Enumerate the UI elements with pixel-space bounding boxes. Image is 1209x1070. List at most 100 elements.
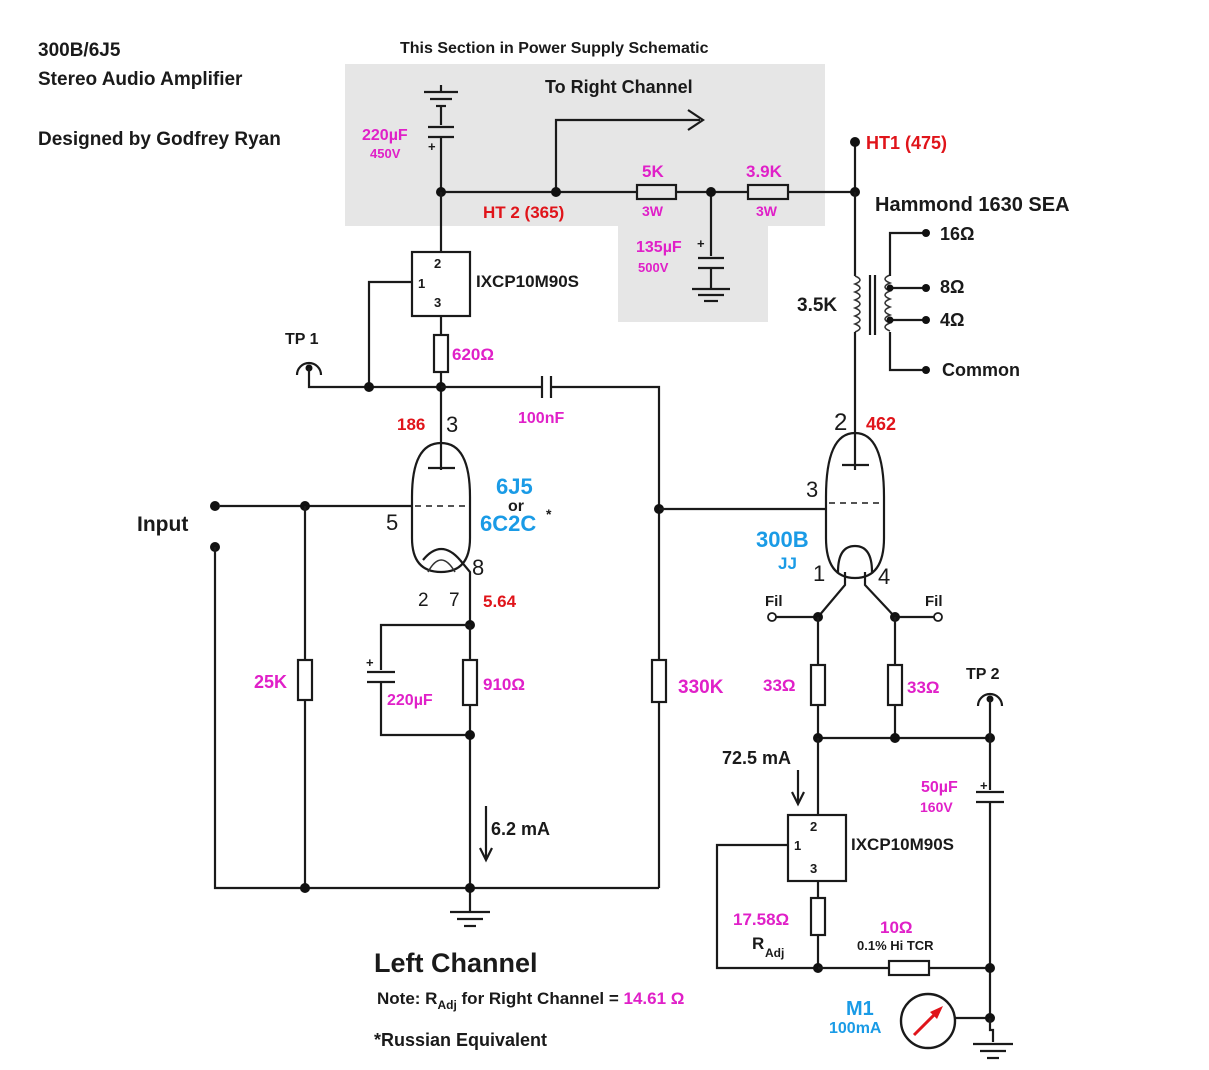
plus-sign: + xyxy=(980,778,988,793)
note-value: 14.61 Ω xyxy=(624,989,685,1008)
input-terminal[interactable] xyxy=(210,501,220,511)
resistor-radj-value: 17.58Ω xyxy=(733,910,789,929)
resistor-10-sense xyxy=(887,959,931,977)
plus-sign: + xyxy=(697,236,705,251)
cap-50uf-voltage: 160V xyxy=(920,799,953,815)
resistor-3k9 xyxy=(746,183,790,201)
resistor-5k xyxy=(635,183,678,201)
tap-terminal-common xyxy=(922,366,930,374)
resistor-radj xyxy=(809,896,827,937)
cap-135uf-voltage: 500V xyxy=(638,260,669,275)
resistor-25k xyxy=(296,658,314,702)
plus-sign: + xyxy=(366,655,374,670)
output-plate-pin: 2 xyxy=(834,409,847,436)
driver-heater-pin-a: 2 xyxy=(418,590,429,611)
cap-220uf-voltage: 450V xyxy=(370,146,401,161)
ground-symbol-supply xyxy=(692,287,730,303)
driver-tube-or: or xyxy=(508,498,524,515)
resistor-3k9-watt: 3W xyxy=(756,203,778,219)
ht2-label: HT 2 (365) xyxy=(483,203,564,222)
russian-note: *Russian Equivalent xyxy=(374,1030,547,1050)
resistor-radj-sub: Adj xyxy=(765,946,784,960)
resistor-33-b xyxy=(886,663,904,707)
resistor-33-a-value: 33Ω xyxy=(763,676,796,695)
transformer-name: Hammond 1630 SEA xyxy=(875,194,1070,216)
junction-dot xyxy=(364,382,374,392)
note-mid: for Right Channel = xyxy=(457,989,624,1008)
junction-dot xyxy=(886,284,894,292)
junction-dot xyxy=(465,883,475,893)
input-label: Input xyxy=(137,513,188,536)
resistor-910-value: 910Ω xyxy=(483,675,525,694)
note-prefix: Note: RAdj for Right Channel = 14.61 Ω xyxy=(377,989,684,1012)
driver-cathode-voltage: 5.64 xyxy=(483,592,517,611)
junction-dot xyxy=(706,187,716,197)
driver-grid-pin: 5 xyxy=(386,510,398,535)
reg-top-pin1: 1 xyxy=(418,276,425,291)
plus-sign: + xyxy=(428,139,436,154)
reg-bottom-pin3: 3 xyxy=(810,861,817,876)
reg-top-pin2: 2 xyxy=(434,256,441,271)
cap-100nf-value: 100nF xyxy=(518,410,564,427)
resistor-330k-value: 330K xyxy=(678,677,724,698)
fil-terminal-right[interactable] xyxy=(933,612,943,622)
tube-300b xyxy=(824,431,886,580)
resistor-3k9-value: 3.9K xyxy=(746,162,783,181)
driver-cathode-pin: 8 xyxy=(472,555,484,580)
cap-50uf-value: 50µF xyxy=(921,779,958,796)
driver-plate-voltage: 186 xyxy=(397,415,425,434)
resistor-5k-value: 5K xyxy=(642,162,664,181)
resistor-330k xyxy=(650,658,668,704)
resistor-10-value: 10Ω xyxy=(880,918,913,937)
fil-label-left: Fil xyxy=(765,593,783,610)
tap-terminal-8 xyxy=(922,284,930,292)
junction-dot xyxy=(985,963,995,973)
reg-top-name: IXCP10M90S xyxy=(476,272,579,291)
designer-credit: Designed by Godfrey Ryan xyxy=(38,129,281,150)
output-tube-make: JJ xyxy=(778,554,797,573)
tap-16-label: 16Ω xyxy=(940,224,974,244)
driver-heater-pin-b: 7 xyxy=(449,590,460,611)
output-current-label: 72.5 mA xyxy=(722,748,791,768)
resistor-910 xyxy=(461,658,479,707)
output-plate-voltage: 462 xyxy=(866,414,896,434)
driver-tube-alt: 6C2C xyxy=(480,511,536,536)
output-tube-name: 300B xyxy=(756,527,809,552)
driver-tube-name: 6J5 xyxy=(496,474,533,499)
driver-plate-pin: 3 xyxy=(446,412,458,437)
channel-title: Left Channel xyxy=(374,948,538,978)
fil-label-right: Fil xyxy=(925,593,943,610)
tube-6j5 xyxy=(410,441,472,574)
output-grid-pin: 3 xyxy=(806,477,818,502)
tp2-label: TP 2 xyxy=(966,666,1000,683)
title-line2: Stereo Audio Amplifier xyxy=(38,69,243,90)
capacitor-100nf xyxy=(540,376,553,398)
tap-common-label: Common xyxy=(942,360,1020,380)
resistor-5k-watt: 3W xyxy=(642,203,664,219)
driver-tube-alt-mark: * xyxy=(546,506,552,522)
output-filament-pin-b: 4 xyxy=(878,564,890,589)
junction-dot xyxy=(465,730,475,740)
output-filament-pin-a: 1 xyxy=(813,561,825,586)
junction-dot xyxy=(300,883,310,893)
ht1-label: HT1 (475) xyxy=(866,133,947,153)
transformer-primary-value: 3.5K xyxy=(797,295,837,316)
title-line1: 300B/6J5 xyxy=(38,40,121,61)
fil-terminal-left[interactable] xyxy=(767,612,777,622)
cap-135uf-value: 135µF xyxy=(636,239,682,256)
note-sub: Adj xyxy=(437,998,456,1012)
capacitor-50uf xyxy=(976,790,1004,804)
resistor-33-b-value: 33Ω xyxy=(907,678,940,697)
meter-m1 xyxy=(899,992,957,1050)
reg-bottom-pin1: 1 xyxy=(794,838,801,853)
resistor-620-value: 620Ω xyxy=(452,345,494,364)
junction-dot xyxy=(551,187,561,197)
to-right-channel-label: To Right Channel xyxy=(545,77,693,97)
tap-terminal-16 xyxy=(922,229,930,237)
tap-8-label: 8Ω xyxy=(940,277,964,297)
junction-dot xyxy=(886,316,894,324)
resistor-25k-value: 25K xyxy=(254,672,287,692)
ground-symbol-right xyxy=(973,1042,1013,1060)
resistor-620 xyxy=(432,333,450,374)
